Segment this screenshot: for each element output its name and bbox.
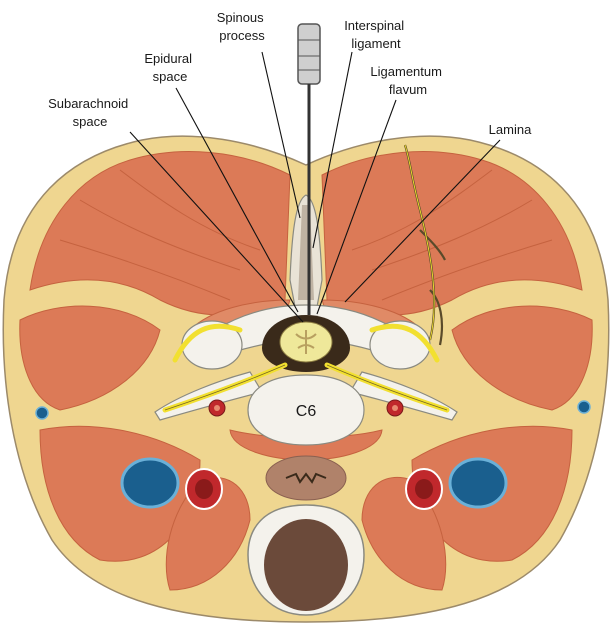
label-spinous-process: Spinous process (217, 10, 268, 43)
trachea-lumen (264, 519, 348, 611)
label-subarachnoid-space: Subarachnoid space (48, 96, 132, 129)
external-jugular-vein-right (578, 401, 590, 413)
esophagus (266, 456, 346, 500)
needle-hub (298, 24, 320, 84)
external-jugular-vein-left (36, 407, 48, 419)
label-interspinal-ligament: Interspinal ligament (344, 18, 408, 51)
internal-jugular-vein-left (122, 459, 178, 507)
vertebra-label: C6 (296, 403, 317, 420)
internal-jugular-vein-right (450, 459, 506, 507)
label-ligamentum-flavum: Ligamentum flavum (370, 64, 445, 97)
label-epidural-space: Epidural space (144, 51, 195, 84)
label-lamina: Lamina (489, 122, 532, 137)
